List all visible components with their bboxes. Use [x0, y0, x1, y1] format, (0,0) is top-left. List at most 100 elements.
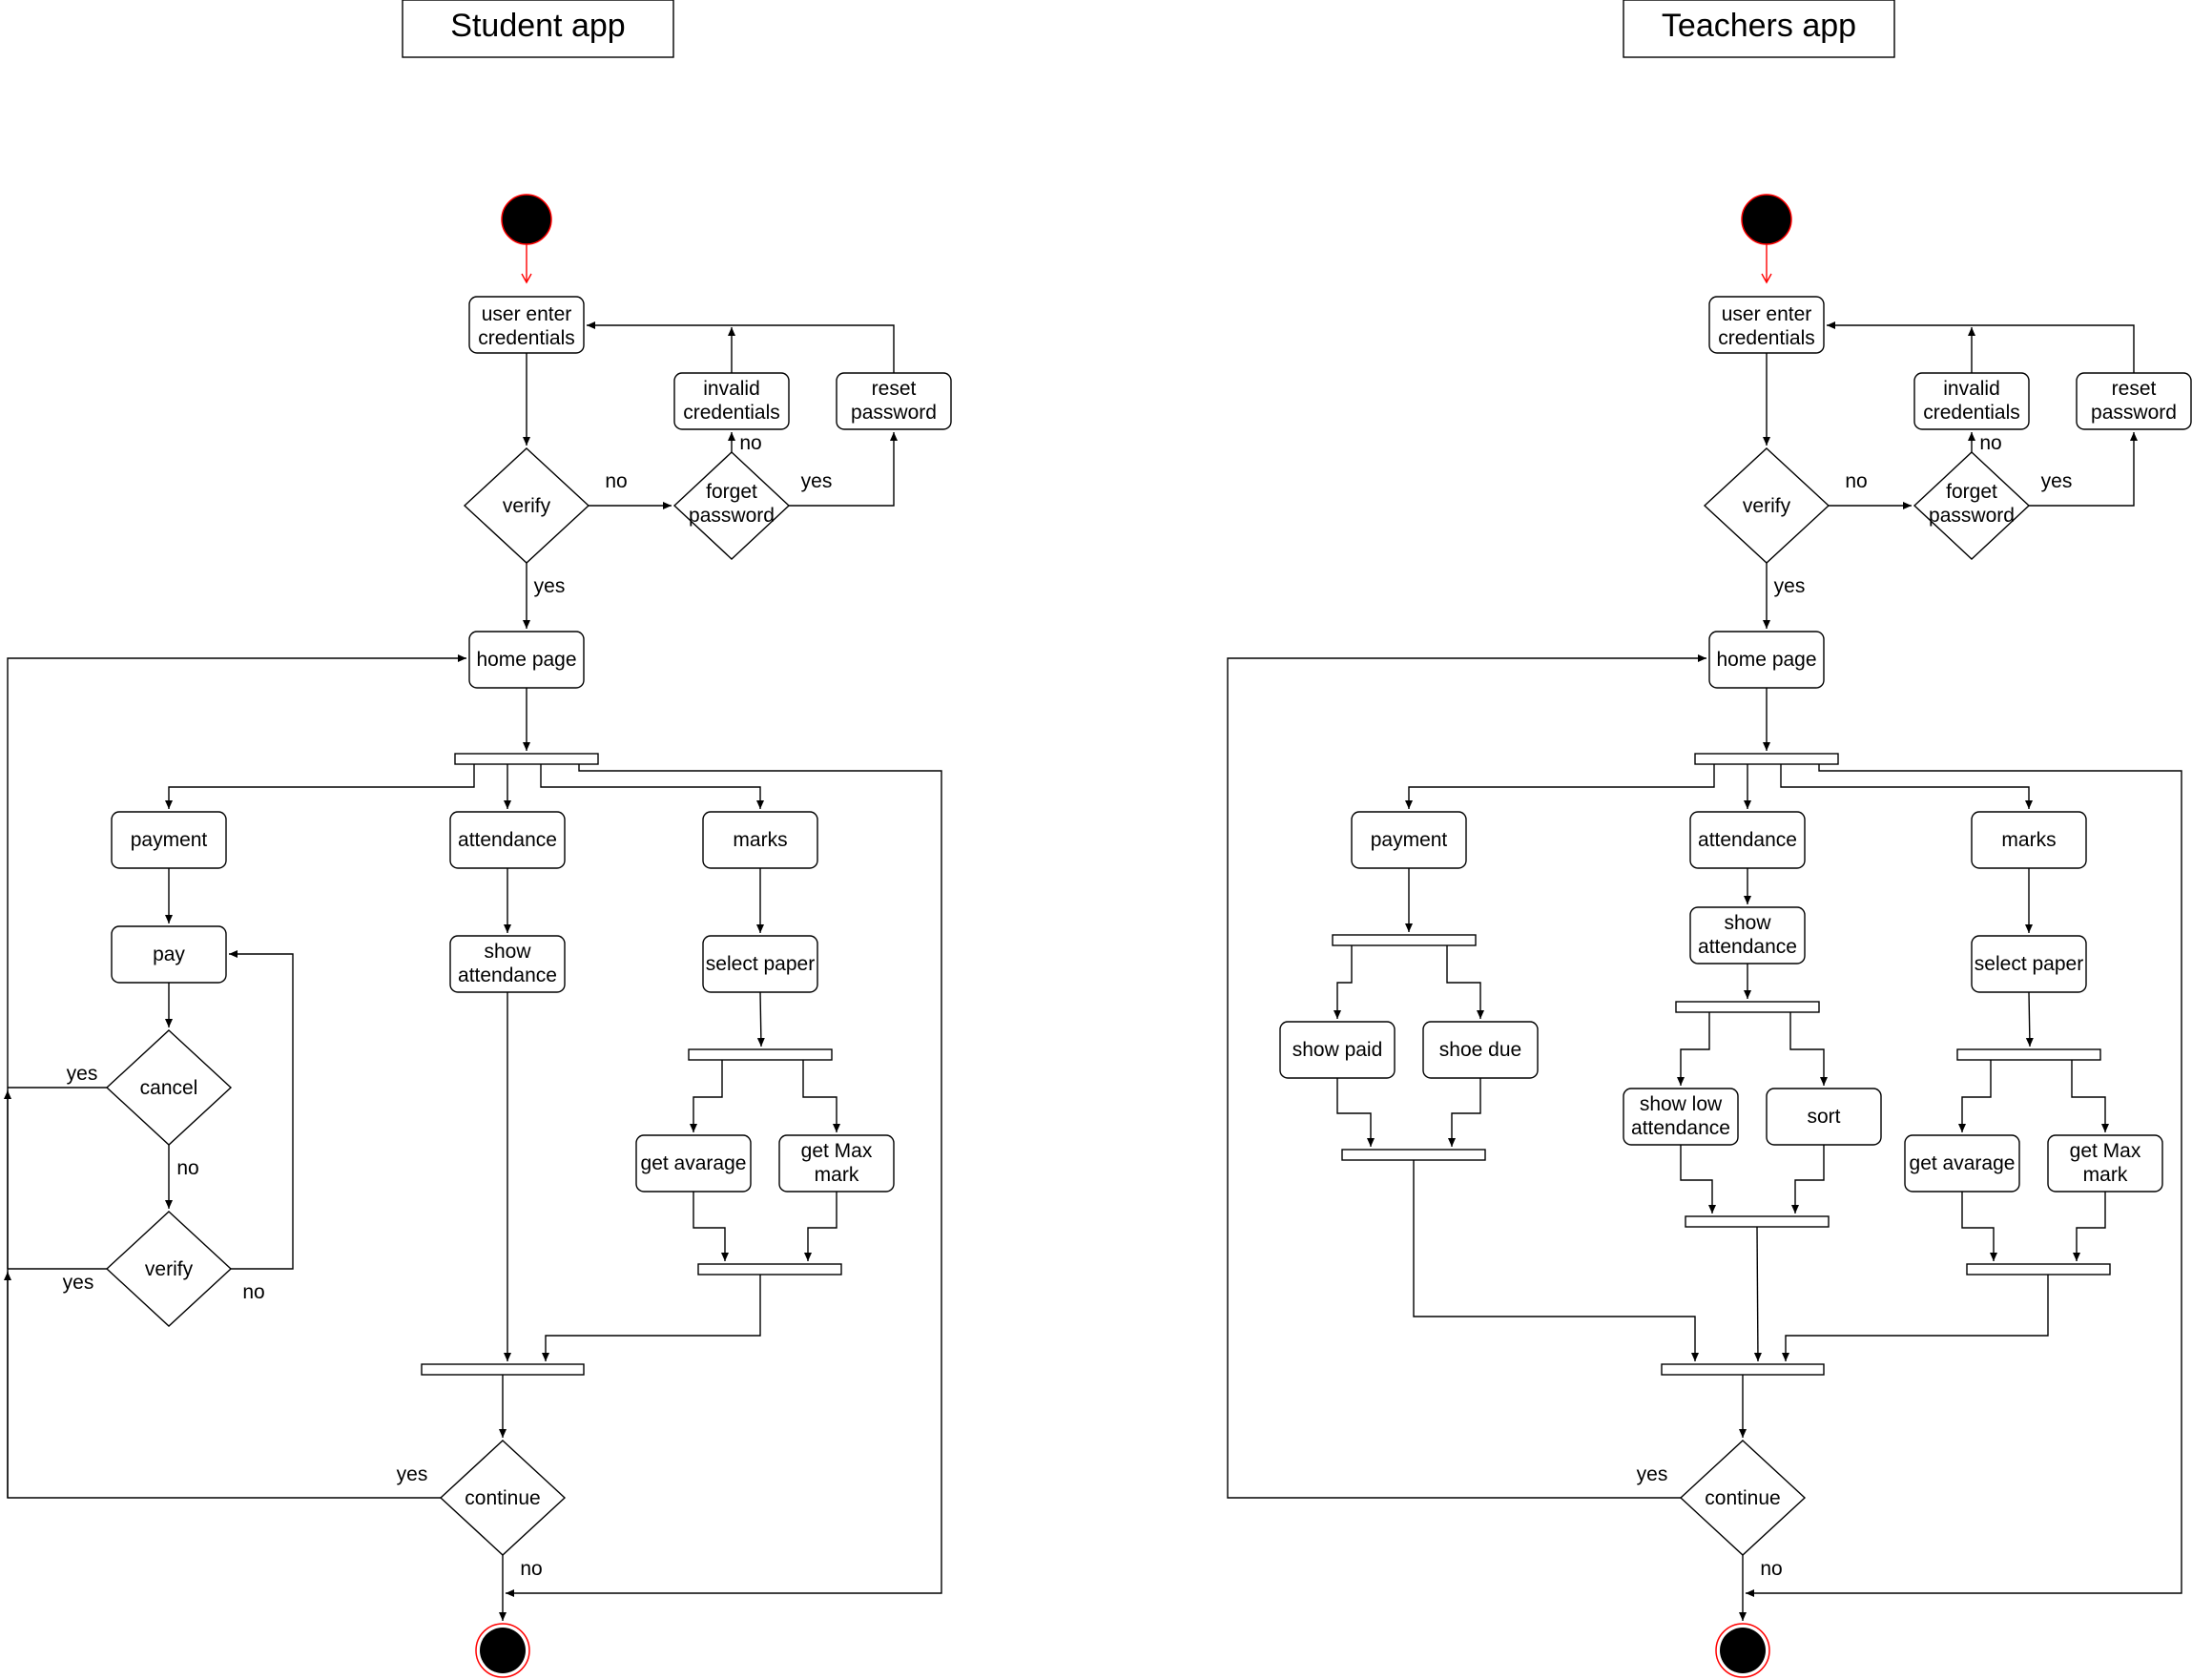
teachers-app-title-box: [1623, 0, 1895, 58]
edge-fork-showpaid: [1334, 945, 1353, 1019]
edge-marksjoin-mainjoin: [1782, 1275, 2049, 1361]
edge-label-forget-yes: yes: [2041, 470, 2073, 492]
edge-fork-shoedue: [1446, 945, 1484, 1019]
edge-label-continue-no: no: [1760, 1558, 1782, 1580]
forget-password-decision: [672, 451, 791, 560]
edge-fork-payment: [165, 764, 475, 809]
edge-fork-max: [802, 1060, 840, 1132]
fork-bar-marks: [1956, 1048, 2101, 1061]
edge-label-verify-no: no: [1845, 470, 1867, 492]
edge-avarage-join: [1961, 1192, 1997, 1261]
edge-label-continue-yes: yes: [397, 1463, 428, 1485]
continue-label: continue: [1705, 1487, 1780, 1509]
forget-password-decision: [1913, 451, 2031, 560]
edge-label-verify-payment-no: no: [242, 1281, 264, 1303]
fork-bar-marks: [688, 1048, 833, 1061]
edge-fork-max: [2071, 1060, 2109, 1132]
edge-label-cancel-no: no: [176, 1157, 198, 1179]
edge-label-verify-yes: yes: [534, 575, 566, 597]
edge-reset-credentials: [587, 321, 895, 373]
edge-select-fork: [2025, 991, 2034, 1047]
edge-lowattendance-join: [1680, 1145, 1716, 1213]
edge-fork-final: [506, 764, 942, 1597]
edge-fork-payment: [1405, 764, 1715, 809]
edge-label-continue-yes: yes: [1637, 1463, 1668, 1485]
edge-label-cancel-yes: yes: [67, 1063, 98, 1085]
edge-label-forget-no: no: [739, 432, 761, 454]
fork-bar-main: [454, 753, 599, 765]
verify-payment-decision: [105, 1211, 233, 1327]
edge-label-forget-no: no: [1979, 432, 2001, 454]
initial-node: [501, 194, 552, 245]
edge-fork-sort: [1789, 1012, 1828, 1086]
get-avarage-label: get avarage: [1910, 1152, 2016, 1174]
show-paid-label: show paid: [1292, 1039, 1383, 1061]
cancel-label: cancel: [140, 1077, 198, 1099]
select-paper-label: select paper: [1975, 953, 2083, 975]
student-app-title-box: [402, 0, 674, 58]
verify-payment-label: verify: [145, 1258, 194, 1280]
edge-forget-reset: [2029, 432, 2138, 507]
join-bar-marks: [1966, 1263, 2111, 1276]
join-bar-marks: [697, 1263, 842, 1276]
edge-fork-marks: [540, 764, 764, 809]
edge-showpaid-join: [1336, 1078, 1375, 1147]
edge-label-verify-payment-yes: yes: [63, 1272, 94, 1294]
edge-fork-avarage: [1958, 1060, 1992, 1132]
select-paper-label: select paper: [706, 953, 815, 975]
home-page-label: home page: [476, 649, 576, 671]
sort-label: sort: [1807, 1106, 1840, 1128]
edge-continue-home: [7, 654, 466, 1499]
final-node: [1720, 1628, 1766, 1673]
join-bar-main: [421, 1363, 585, 1376]
pay-label: pay: [153, 944, 185, 965]
edge-reset-credentials: [1827, 321, 2135, 373]
continue-label: continue: [465, 1487, 540, 1509]
payment-label: payment: [1371, 829, 1448, 851]
marks-label: marks: [2001, 829, 2056, 851]
join-bar-attendance: [1685, 1215, 1830, 1228]
edge-max-join: [2073, 1192, 2106, 1261]
edge-fork-lowattendance: [1677, 1012, 1710, 1086]
edge-verify-pay: [229, 950, 294, 1270]
edge-forget-reset: [789, 432, 898, 507]
final-node: [480, 1628, 526, 1673]
edge-paymentjoin-mainjoin: [1413, 1160, 1699, 1361]
student-app-title: Student app: [450, 8, 625, 44]
get-avarage-label: get avarage: [641, 1152, 747, 1174]
edge-shoedue-join: [1448, 1078, 1481, 1147]
edge-max-join: [804, 1192, 838, 1261]
edge-continue-home: [1227, 654, 1706, 1499]
edge-label-verify-yes: yes: [1774, 575, 1806, 597]
attendance-label: attendance: [458, 829, 557, 851]
edge-label-forget-yes: yes: [801, 470, 833, 492]
edge-label-continue-no: no: [520, 1558, 542, 1580]
edge-select-fork: [756, 991, 765, 1047]
edge-label-verify-no: no: [605, 470, 627, 492]
teachers-app-title: Teachers app: [1662, 8, 1856, 44]
edge-attendancejoin-mainjoin: [1753, 1226, 1762, 1362]
shoe-due-label: shoe due: [1439, 1039, 1521, 1061]
fork-bar-attendance: [1675, 1001, 1820, 1013]
attendance-label: attendance: [1698, 829, 1797, 851]
join-bar-payment: [1341, 1149, 1486, 1161]
edge-sort-join: [1791, 1145, 1825, 1213]
edge-fork-marks: [1780, 764, 2033, 809]
edge-avarage-join: [693, 1192, 729, 1261]
home-page-label: home page: [1716, 649, 1816, 671]
payment-label: payment: [131, 829, 208, 851]
